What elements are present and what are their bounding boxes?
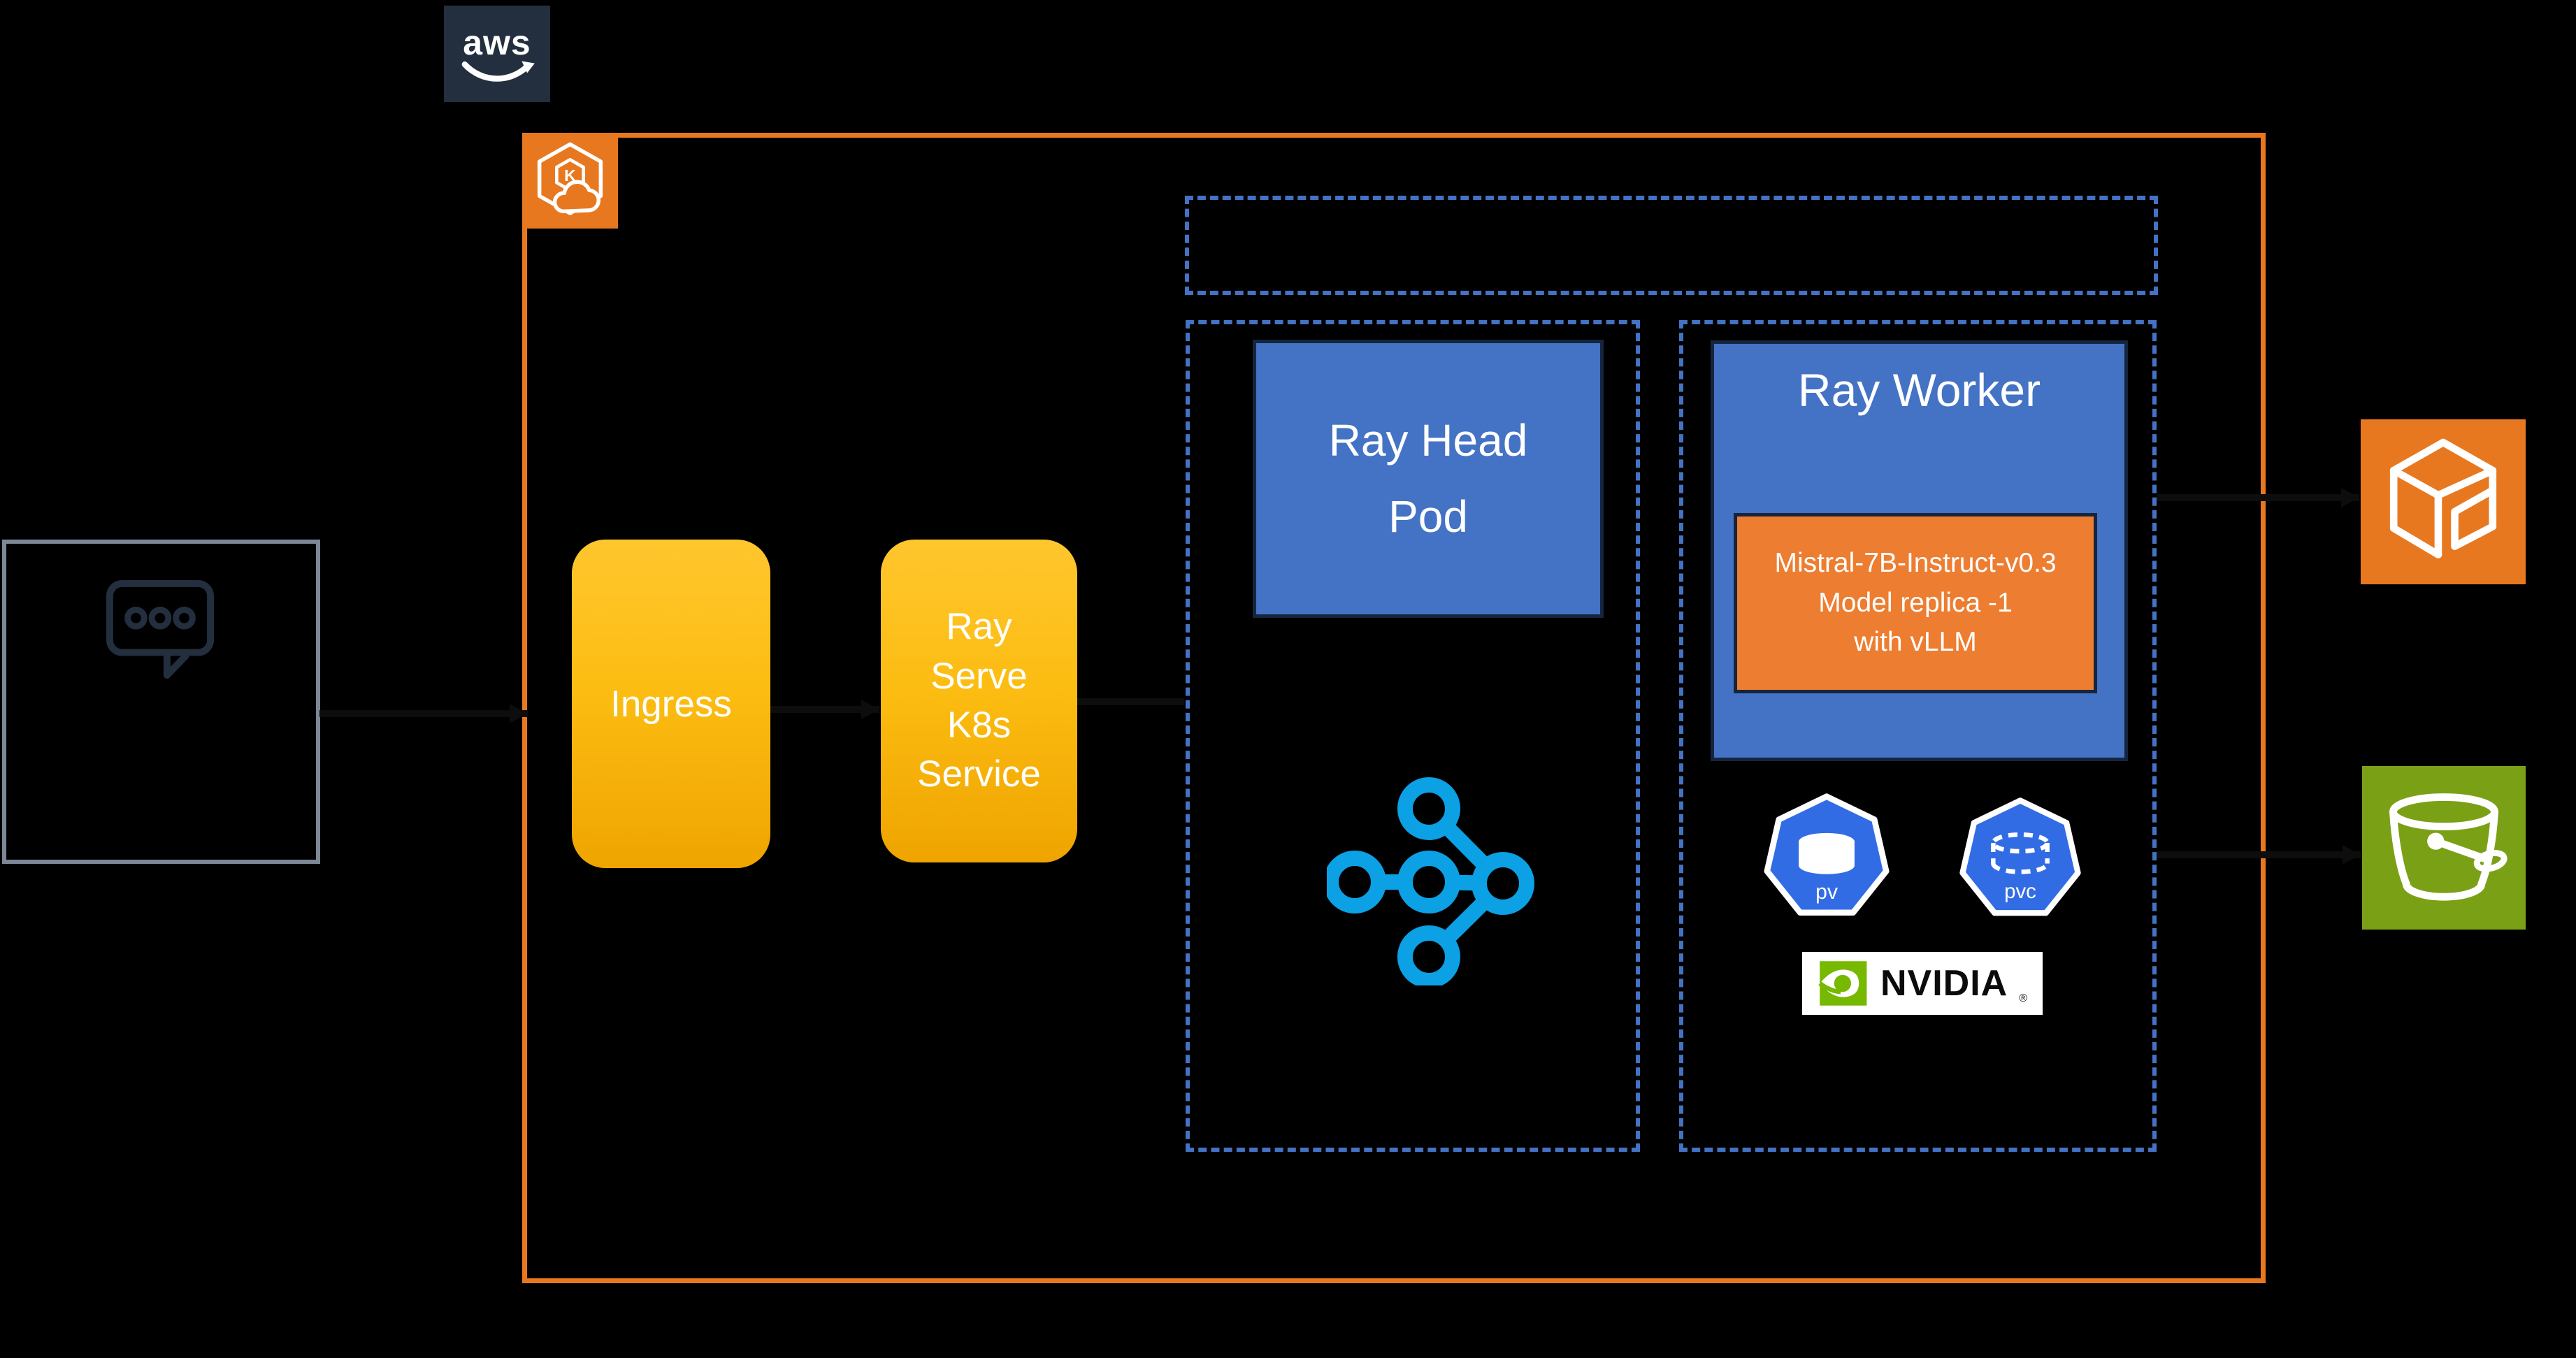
aws-logo: aws (444, 6, 550, 102)
eks-hexagon-icon: K (537, 142, 603, 215)
chat-bubble-icon (105, 579, 215, 684)
eks-icon-letter: K (564, 166, 576, 185)
aws-smile-icon (461, 61, 535, 82)
pv-label: pv (1815, 880, 1839, 904)
namespace-box-ray-worker (1679, 320, 2157, 1152)
ecr-icon (2361, 419, 2526, 584)
nvidia-badge: NVIDIA ® (1802, 952, 2043, 1015)
mistral-model-box: Mistral-7B-Instruct-v0.3 Model replica -… (1734, 513, 2097, 693)
nvidia-registered-mark: ® (2019, 992, 2028, 1004)
ray-head-pod-box: Ray Head Pod (1253, 340, 1604, 618)
s3-bucket-icon (2362, 766, 2526, 930)
client-box (2, 540, 320, 864)
k8s-pv-icon: pv (1760, 791, 1893, 924)
ray-worker-title: Ray Worker (1797, 364, 2041, 416)
ray-logo-icon (1327, 776, 1537, 985)
eks-icon: K (522, 133, 618, 229)
ingress-box: Ingress (572, 540, 770, 868)
pvc-label: pvc (2004, 880, 2036, 903)
namespace-box-ray-head (1186, 320, 1640, 1152)
nvidia-eye-icon (1818, 961, 1867, 1006)
k8s-pvc-icon: pvc (1956, 795, 2085, 924)
aws-logo-text: aws (463, 23, 531, 62)
ray-serve-k8s-service-box: Ray Serve K8s Service (881, 540, 1077, 862)
nvidia-wordmark: NVIDIA (1880, 963, 2008, 1004)
namespace-box-top (1185, 196, 2158, 295)
